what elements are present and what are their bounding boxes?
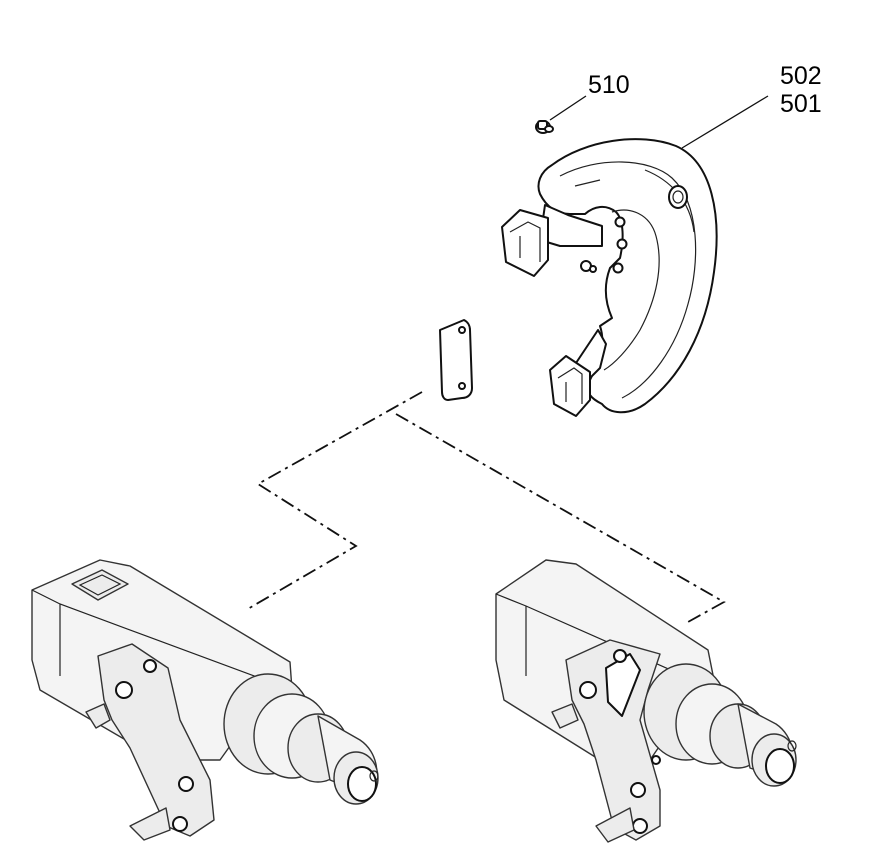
axle-assembly-left <box>31 559 379 841</box>
axle-assembly-right <box>495 559 797 843</box>
dust-shield-501-502 <box>501 138 718 417</box>
assembly-path-left <box>245 391 423 611</box>
mounting-plate <box>439 319 473 401</box>
bolt-510 <box>535 120 554 134</box>
leader-line-510 <box>549 95 587 121</box>
callout-501: 501 <box>780 90 822 118</box>
callout-502: 502 <box>780 62 822 90</box>
assembly-path-right <box>395 413 726 623</box>
callout-510: 510 <box>588 71 630 99</box>
leader-line-502-501 <box>681 95 769 149</box>
shield-bolt <box>580 260 597 273</box>
